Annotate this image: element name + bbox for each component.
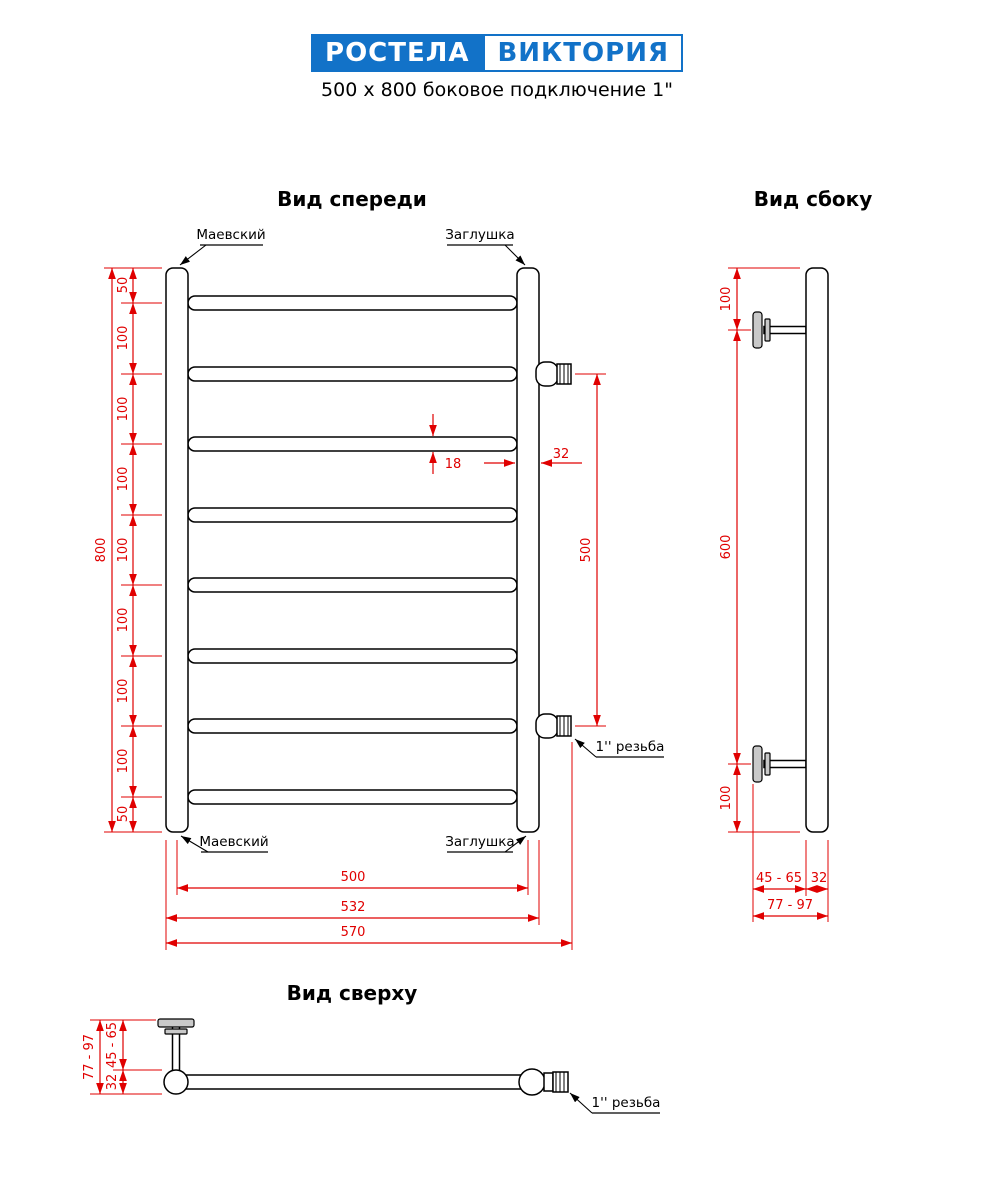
dimension-text: 100 xyxy=(116,538,131,563)
zaglushka-label-top: Заглушка xyxy=(445,227,514,243)
dimension-text: 77 - 97 xyxy=(767,898,813,913)
dimension-text: 100 xyxy=(719,786,734,811)
right-post xyxy=(516,267,540,833)
dimension-text: 800 xyxy=(94,538,109,563)
dimension-text: 32 xyxy=(553,447,570,462)
lower-connection-fitting xyxy=(535,713,572,739)
bracket-nut xyxy=(764,318,771,342)
dimension-text: 570 xyxy=(341,925,366,940)
front-width-dims: 500 532 570 xyxy=(166,870,572,947)
top-view: Вид сверху 77 - 97 xyxy=(82,981,661,1114)
rung xyxy=(187,577,518,593)
rung xyxy=(187,718,518,734)
side-dimension-chain: 100 600 100 xyxy=(719,268,741,832)
dimension-text: 100 xyxy=(116,679,131,704)
dimension-text: 532 xyxy=(341,900,366,915)
towel-rail-top xyxy=(157,1018,569,1096)
dimension-text: 100 xyxy=(116,467,131,492)
dimension-text: 45 - 65 xyxy=(105,1022,120,1068)
post-diameter-dim: 32 xyxy=(484,447,582,467)
bracket-nut xyxy=(764,752,771,776)
dimension-text: 100 xyxy=(719,287,734,312)
callout-leader xyxy=(180,835,209,853)
callout-leader xyxy=(504,244,526,266)
top-view-title: Вид сверху xyxy=(287,981,418,1005)
dimension-text: 77 - 97 xyxy=(82,1034,97,1080)
front-view: Вид спереди xyxy=(94,187,664,950)
side-bar xyxy=(805,267,829,833)
front-dimension-chain: 50 100 100 100 100 100 100 100 50 xyxy=(116,268,137,832)
dimension-text: 500 xyxy=(341,870,366,885)
towel-rail-front xyxy=(165,267,572,833)
front-callouts: Маевский Заглушка Маевский Заглушка 1'' … xyxy=(179,227,665,853)
brand-logo: РОСТЕЛА ВИКТОРИЯ xyxy=(311,34,683,72)
product-subtitle: 500 х 800 боковое подключение 1" xyxy=(321,79,673,101)
dimension-text: 600 xyxy=(719,535,734,560)
dimension-text: 100 xyxy=(116,397,131,422)
rung xyxy=(187,366,518,382)
callout-leader xyxy=(504,835,527,853)
thread-label-top: 1'' резьба xyxy=(592,1095,661,1111)
brand-logo-left: РОСТЕЛА xyxy=(311,34,484,72)
front-view-title: Вид спереди xyxy=(277,187,427,211)
upper-connection-fitting xyxy=(535,361,572,387)
fitting-neck xyxy=(543,1072,554,1092)
top-tube xyxy=(177,1074,531,1090)
top-depth-dims: 77 - 97 45 - 65 32 xyxy=(82,1020,127,1094)
post-section xyxy=(163,1069,189,1095)
bracket-flange xyxy=(752,311,763,349)
callout-leader xyxy=(574,738,597,758)
dimension-text: 100 xyxy=(116,326,131,351)
dimension-text: 100 xyxy=(116,608,131,633)
side-depth-dims: 45 - 65 32 77 - 97 xyxy=(753,871,828,920)
zaglushka-label-bottom: Заглушка xyxy=(445,834,514,850)
maevsky-label-bottom: Маевский xyxy=(199,834,268,850)
brand-header: РОСТЕЛА ВИКТОРИЯ 500 х 800 боковое подкл… xyxy=(0,34,994,101)
dimension-text: 45 - 65 xyxy=(756,871,802,886)
fitting-ball xyxy=(518,1068,546,1096)
towel-rail-side xyxy=(752,267,829,833)
connection-spacing-dim: 500 xyxy=(579,374,601,726)
bracket-flange xyxy=(157,1018,195,1028)
brand-logo-right: ВИКТОРИЯ xyxy=(483,34,683,72)
dimension-text: 100 xyxy=(116,749,131,774)
dimension-text: 50 xyxy=(116,277,131,294)
thread-label-front: 1'' резьба xyxy=(596,739,665,755)
fitting-body xyxy=(535,361,559,387)
dimension-text: 18 xyxy=(445,457,462,472)
dimension-text: 500 xyxy=(579,538,594,563)
fitting-body xyxy=(535,713,559,739)
rung xyxy=(187,648,518,664)
tube-diameter-dim: 18 xyxy=(429,414,462,474)
dimension-text: 32 xyxy=(105,1074,120,1091)
top-callouts: 1'' резьба xyxy=(569,1092,661,1114)
rung xyxy=(187,507,518,523)
callout-leader xyxy=(569,1092,593,1114)
side-view: Вид сбоку xyxy=(719,187,872,922)
maevsky-label-top: Маевский xyxy=(196,227,265,243)
bracket-nut xyxy=(164,1028,188,1035)
top-extension-lines xyxy=(90,1019,162,1095)
rung xyxy=(187,436,518,452)
bracket-flange xyxy=(752,745,763,783)
left-post xyxy=(165,267,189,833)
side-view-title: Вид сбоку xyxy=(754,187,873,211)
front-overall-height-dim: 800 xyxy=(94,268,116,832)
dimension-text: 50 xyxy=(116,806,131,823)
rung xyxy=(187,789,518,805)
callout-leader xyxy=(179,244,207,266)
rung xyxy=(187,295,518,311)
dimension-text: 32 xyxy=(811,871,828,886)
